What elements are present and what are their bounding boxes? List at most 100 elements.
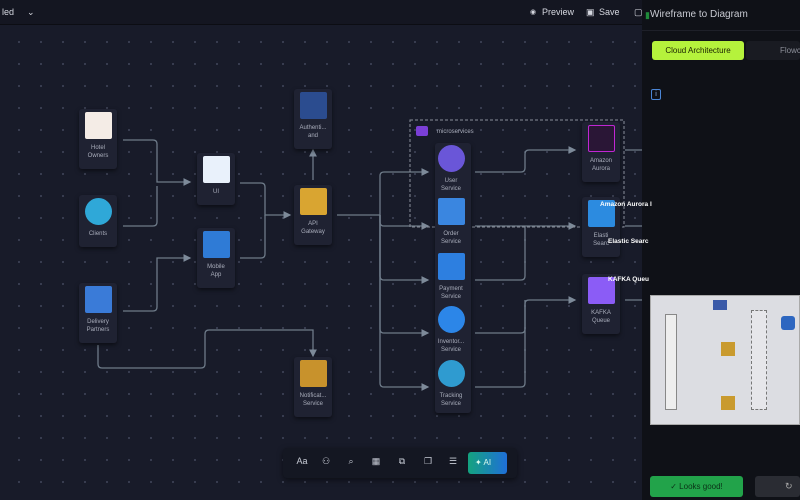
right-panel: ▮ Wireframe to Diagram Cloud Architectur… — [642, 0, 800, 500]
ai-label: AI — [483, 458, 492, 467]
notif-label: Notificat... — [299, 393, 327, 399]
floating-label-kafka: KAFKA Queu — [608, 276, 649, 283]
inventory-icon — [437, 306, 465, 333]
aurora-label: Aurora — [591, 166, 610, 172]
notif-label: Service — [302, 401, 323, 407]
diagram-title[interactable]: led — [2, 7, 15, 17]
user-label: User — [444, 178, 458, 184]
delivery-label: Delivery — [87, 319, 109, 325]
eye-icon: ◉ — [530, 9, 537, 16]
search-icon[interactable]: ⌕ — [348, 456, 354, 466]
ui-icon — [202, 156, 230, 183]
aurora-label: Amazon — [589, 158, 612, 164]
kafka-icon — [587, 277, 615, 304]
diagram-preview-thumbnail[interactable] — [650, 295, 800, 425]
tab-flowchart[interactable]: Flowc — [746, 41, 800, 60]
copy-icon[interactable]: ❐ — [423, 456, 433, 466]
microservices-group-box — [409, 119, 625, 228]
ai-button[interactable]: ✦ AI — [468, 452, 507, 474]
api-icon — [299, 188, 327, 215]
delivery-label: Partners — [86, 327, 110, 333]
ui-node[interactable]: UI — [196, 156, 236, 196]
payment-icon — [437, 253, 465, 280]
save-icon: ▣ — [586, 7, 595, 17]
order-icon — [437, 198, 465, 225]
regenerate-button[interactable]: ↻ — [755, 476, 800, 497]
order-label: Service — [440, 239, 461, 245]
api-node[interactable]: API Gateway — [293, 188, 333, 236]
mobile-icon — [202, 231, 230, 258]
looks-good-label: Looks good! — [679, 482, 723, 491]
aurora-icon — [587, 125, 615, 152]
tracking-label: Tracking — [439, 393, 463, 399]
user-label: Service — [440, 186, 461, 192]
looks-good-button[interactable]: ✓ Looks good! — [650, 476, 743, 497]
inventory-node[interactable]: Inventor... Service — [431, 306, 471, 354]
grid-icon[interactable]: ▦ — [371, 456, 381, 466]
mobile-label: Mobile — [207, 264, 225, 270]
notif-node[interactable]: Notificat... Service — [293, 360, 333, 408]
delivery-icon — [84, 286, 112, 313]
top-bar: led ⌄ ◉ Preview ▣ Save ▢ — [0, 0, 643, 25]
order-label: Order — [443, 231, 459, 237]
api-label: API — [308, 221, 318, 227]
inventory-label: Service — [440, 347, 461, 353]
auth-node[interactable]: Authenti... and — [293, 92, 333, 140]
elastic-label: Elasti — [593, 233, 609, 239]
sparkle-icon: ✦ — [475, 458, 484, 467]
inventory-label: Inventor... — [437, 339, 465, 345]
hotel-label: Owners — [87, 153, 109, 159]
comment-icon[interactable]: ▢ — [634, 7, 643, 17]
list-icon[interactable]: ☰ — [448, 456, 458, 466]
clients-icon — [84, 198, 112, 225]
save-button[interactable]: Save — [599, 7, 620, 17]
auth-label: and — [307, 133, 318, 139]
kafka-label: KAFKA — [591, 310, 611, 316]
notif-icon — [299, 360, 327, 387]
panel-title: Wireframe to Diagram — [650, 9, 748, 20]
info-icon[interactable]: i — [651, 89, 661, 100]
text-tool[interactable]: Aa — [296, 456, 308, 466]
floating-label-elastic: Elastic Searc — [608, 238, 649, 245]
check-icon: ✓ — [670, 482, 680, 491]
kafka-node[interactable]: KAFKA Queue — [581, 277, 621, 325]
connectors — [97, 119, 642, 391]
ui-label: UI — [213, 189, 219, 195]
chevron-down-icon[interactable]: ⌄ — [27, 7, 35, 17]
floating-label-aurora: Amazon Aurora I — [600, 201, 652, 208]
clients-node[interactable]: Clients — [78, 198, 118, 238]
tab-cloud-architecture[interactable]: Cloud Architecture — [652, 41, 744, 60]
microservices-icon — [416, 126, 428, 136]
hotel-label: Hotel — [90, 145, 105, 151]
api-label: Gateway — [301, 229, 325, 235]
hotel-icon — [84, 112, 112, 139]
tracking-label: Service — [440, 401, 461, 407]
payment-label: Payment — [439, 286, 463, 292]
tracking-icon — [437, 360, 465, 387]
preview-button[interactable]: Preview — [542, 7, 575, 17]
user-icon — [437, 145, 465, 172]
elastic-label: Searc — [593, 241, 609, 247]
bottom-toolbar: Aa ⚇ ⌕ ▦ ⧉ ❐ ☰ ✦ AI — [283, 448, 517, 478]
shapes-icon[interactable]: ⚇ — [321, 456, 331, 466]
frames-icon[interactable]: ⧉ — [398, 456, 406, 466]
mobile-label: App — [210, 272, 222, 278]
kafka-label: Queue — [591, 318, 610, 324]
divider — [642, 30, 800, 31]
panel-icon: ▮ — [645, 10, 650, 20]
payment-label: Service — [440, 294, 461, 300]
elastic-icon — [587, 200, 615, 227]
clients-label: Clients — [88, 231, 108, 237]
auth-label: Authenti... — [299, 125, 327, 131]
group-label: microservices — [437, 129, 474, 135]
auth-icon — [299, 92, 327, 119]
